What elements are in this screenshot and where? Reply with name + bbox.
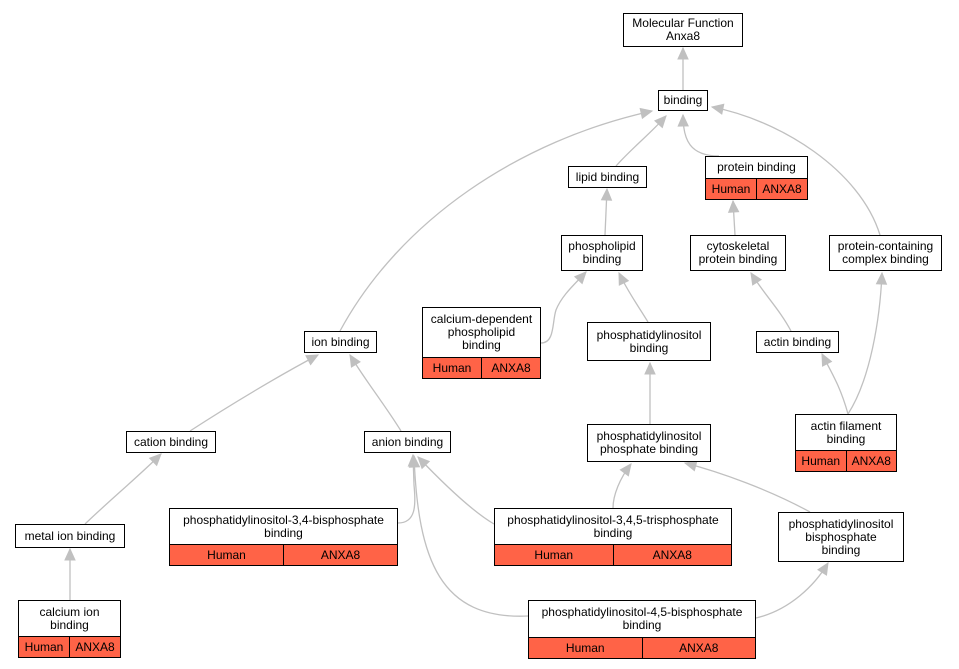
arrowhead — [677, 113, 689, 127]
annotation-species: Human — [24, 639, 64, 654]
go-term-label: phosphatidylinositol-4,5-bisphosphate bi… — [541, 605, 743, 632]
annotation-row: Human ANXA8 — [495, 544, 731, 565]
go-term-pi-bisphosphate-binding[interactable]: phosphatidylinositol bisphosphate bindin… — [778, 512, 904, 562]
go-term-cation-binding[interactable]: cation binding — [126, 431, 216, 453]
edge-to-ion-binding — [189, 354, 319, 432]
arrowhead — [653, 115, 667, 129]
go-term-cytoskeletal-protein-binding[interactable]: cytoskeletal protein binding — [690, 235, 786, 271]
go-term-pi34-bisphosphate-binding[interactable]: phosphatidylinositol-3,4-bisphosphate bi… — [169, 508, 398, 566]
annotation-gene: ANXA8 — [69, 637, 120, 657]
go-term-pi345-trisphosphate-binding[interactable]: phosphatidylinositol-3,4,5-trisphosphate… — [494, 508, 732, 566]
edge-to-protein-containing-complex-binding — [847, 272, 883, 415]
go-term-ion-binding[interactable]: ion binding — [304, 331, 377, 353]
edge-to-binding — [682, 114, 720, 157]
go-term-label: phosphatidylinositol binding — [596, 327, 702, 355]
arrowhead — [817, 561, 829, 576]
go-term-label: actin binding — [763, 334, 832, 349]
annotation-row: Human ANXA8 — [19, 636, 120, 657]
edge-to-binding — [339, 110, 653, 332]
arrowhead — [821, 352, 833, 367]
arrowhead — [349, 353, 361, 368]
go-term-label: phosphatidylinositol-3,4,5-trisphosphate… — [507, 512, 719, 540]
go-term-label: calcium ion binding — [39, 604, 100, 632]
arrowhead — [639, 107, 654, 120]
annotation-row: Human ANXA8 — [170, 544, 397, 565]
arrowhead — [619, 463, 632, 477]
edge-to-phospholipid-binding — [540, 271, 587, 344]
edge-to-binding — [711, 106, 881, 236]
go-term-phosphatidylinositol-binding[interactable]: phosphatidylinositol binding — [587, 322, 711, 361]
go-term-label: protein-containing complex binding — [837, 239, 934, 266]
edge-to-anion-binding — [397, 454, 416, 524]
annotation-row: Human ANXA8 — [796, 450, 896, 471]
arrowhead — [417, 456, 431, 470]
go-term-label: actin filament binding — [810, 418, 882, 446]
annotation-gene: ANXA8 — [481, 358, 540, 378]
annotation-row: Human ANXA8 — [423, 357, 540, 378]
go-term-lipid-binding[interactable]: lipid binding — [568, 166, 647, 188]
go-term-actin-binding[interactable]: actin binding — [756, 331, 839, 353]
go-term-label: calcium-dependent phospholipid binding — [430, 312, 533, 352]
go-term-phosphatidylinositol-phosphate-binding[interactable]: phosphatidylinositol phosphate binding — [587, 424, 711, 462]
go-term-molecular-function[interactable]: Molecular Function Anxa8 — [623, 13, 743, 47]
go-term-label: Molecular Function Anxa8 — [632, 16, 734, 43]
go-term-phospholipid-binding[interactable]: phospholipid binding — [561, 235, 643, 271]
arrowhead — [727, 199, 740, 213]
go-term-label: protein binding — [717, 160, 796, 174]
go-term-label: lipid binding — [575, 169, 640, 184]
arrowhead — [644, 361, 656, 375]
edge-to-anion-binding — [413, 455, 529, 617]
go-term-pi45-bisphosphate-binding[interactable]: phosphatidylinositol-4,5-bisphosphate bi… — [528, 600, 756, 659]
edge-to-ion-binding — [349, 354, 402, 432]
go-term-label: ion binding — [311, 334, 370, 349]
go-term-label: metal ion binding — [24, 528, 116, 543]
go-term-metal-ion-binding[interactable]: metal ion binding — [15, 524, 125, 548]
edge-to-cation-binding — [84, 453, 162, 525]
arrowhead — [683, 460, 698, 472]
annotation-species: Human — [207, 547, 246, 562]
annotation-gene: ANXA8 — [756, 179, 807, 199]
go-term-protein-containing-complex-binding[interactable]: protein-containing complex binding — [829, 235, 942, 271]
go-term-label: phosphatidylinositol bisphosphate bindin… — [788, 516, 894, 557]
edge-to-phosphatidylinositol-phosphate-binding — [684, 462, 811, 513]
go-term-label: phosphatidylinositol-3,4-bisphosphate bi… — [183, 512, 384, 540]
go-term-label: anion binding — [371, 434, 444, 449]
arrowhead — [64, 547, 76, 561]
arrowhead — [600, 187, 613, 201]
arrowhead — [408, 454, 421, 468]
arrowhead — [875, 271, 888, 285]
go-term-label: phosphatidylinositol phosphate binding — [596, 429, 702, 456]
arrowhead — [750, 271, 763, 286]
annotation-species: Human — [565, 640, 605, 655]
annotation-gene: ANXA8 — [845, 451, 897, 471]
annotation-gene: ANXA8 — [641, 638, 756, 658]
annotation-species: Human — [432, 360, 472, 375]
arrowhead — [148, 453, 162, 467]
go-term-label: binding — [663, 93, 703, 107]
edge-to-pi-bisphosphate-binding — [755, 562, 829, 619]
arrowhead — [618, 271, 630, 286]
arrowhead — [573, 271, 587, 285]
arrowhead — [677, 46, 689, 60]
arrowhead — [305, 354, 320, 366]
arrowhead — [710, 103, 725, 115]
go-term-label: cytoskeletal protein binding — [698, 239, 778, 266]
go-term-label: phospholipid binding — [568, 239, 636, 266]
go-term-anion-binding[interactable]: anion binding — [364, 431, 451, 453]
annotation-species: Human — [801, 453, 841, 468]
annotation-row: Human ANXA8 — [706, 178, 807, 199]
annotation-row: Human ANXA8 — [529, 637, 755, 658]
go-term-label: cation binding — [133, 434, 209, 449]
annotation-gene: ANXA8 — [612, 545, 732, 565]
edge-to-anion-binding — [417, 456, 495, 525]
annotation-gene: ANXA8 — [283, 545, 397, 565]
go-term-binding[interactable]: binding — [658, 90, 708, 111]
annotation-species: Human — [711, 181, 751, 196]
annotation-species: Human — [534, 547, 574, 562]
